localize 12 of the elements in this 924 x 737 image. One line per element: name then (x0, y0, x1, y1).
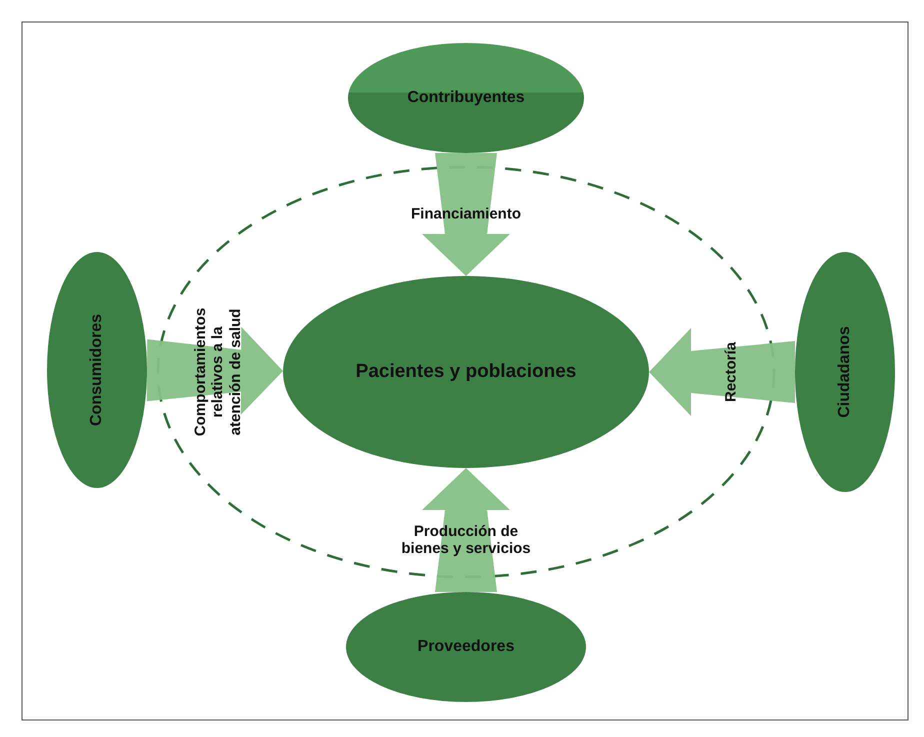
node-label: Contribuyentes (407, 89, 525, 107)
edge-label: Financiamiento (410, 205, 522, 223)
node-label: Pacientes y poblaciones (356, 361, 576, 383)
block-arrow (422, 153, 510, 276)
block-arrow (649, 328, 795, 416)
block-arrow (422, 468, 510, 592)
node-label: Proveedores (418, 638, 514, 656)
edge-label: Rectoría (722, 340, 740, 404)
block-arrow (146, 326, 283, 415)
node-label: Ciudadanos (836, 326, 854, 418)
edge-label: Comportamientos relativos a la atención de salud (192, 306, 244, 438)
node-label: Consumidores (88, 314, 106, 426)
